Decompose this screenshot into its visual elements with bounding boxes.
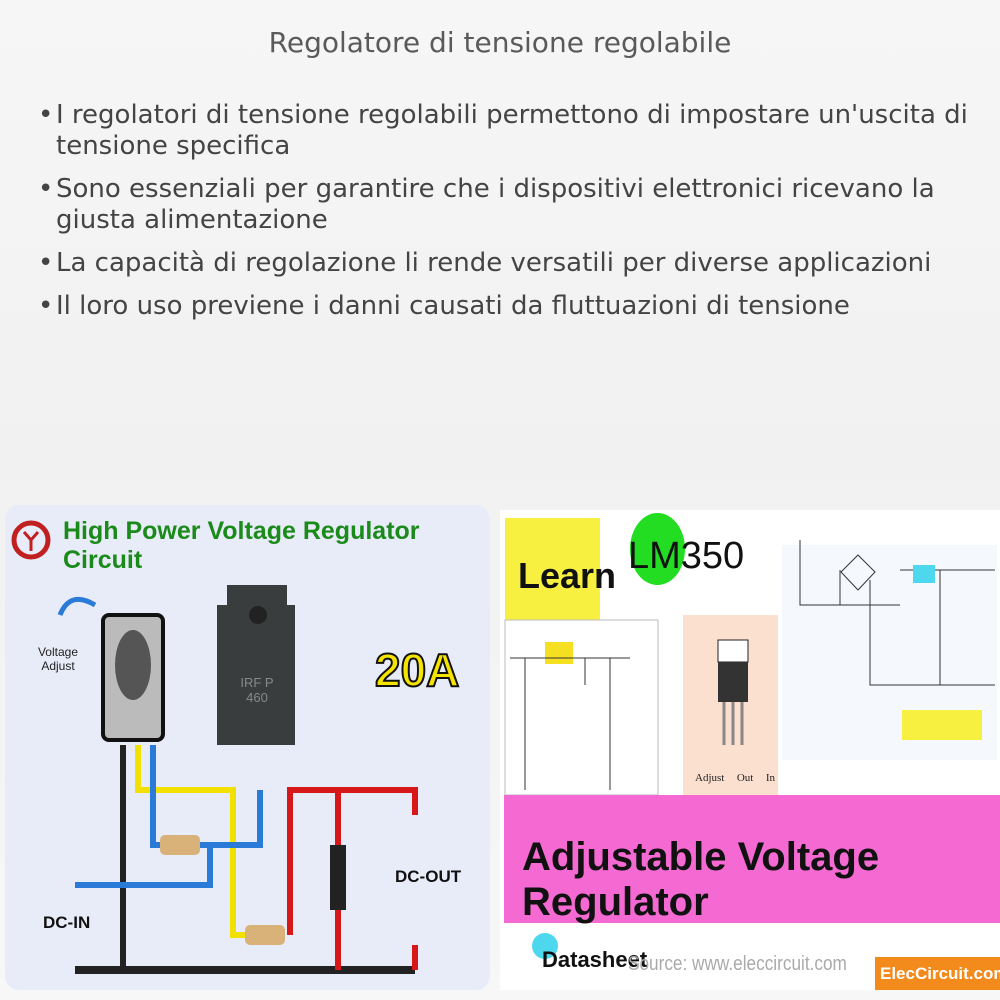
chip-circle xyxy=(630,513,685,585)
circuit-image: High Power Voltage Regulator Circuit Vol… xyxy=(5,505,490,990)
bullet-item: Il loro uso previene i danni causati da … xyxy=(38,291,978,322)
datasheet-icon xyxy=(532,933,558,959)
learn-highlight xyxy=(505,518,600,628)
schematics xyxy=(504,540,997,800)
circuit-diagram xyxy=(11,520,418,974)
page-title: Regolatore di tensione regolabile xyxy=(268,26,732,59)
transistor xyxy=(217,585,295,745)
arrow-icon xyxy=(57,596,97,617)
source-label: Source: www.eleccircuit.com xyxy=(628,953,847,975)
bullet-list: I regolatori di tensione regolabili perm… xyxy=(38,100,978,334)
current-rating: 20A xyxy=(374,643,460,697)
datasheet-label: Datasheet xyxy=(542,947,648,972)
eleccircuit-badge: ElecCircuit.com xyxy=(875,957,1000,990)
bullet-item: I regolatori di tensione regolabili perm… xyxy=(38,100,978,162)
pin-in: In xyxy=(765,772,775,784)
voltage-adjust-label: Voltage Adjust xyxy=(37,645,79,673)
pin-labels: Adjust Out In xyxy=(695,772,775,784)
pin-out: Out xyxy=(736,772,754,784)
bullet-item: La capacità di regolazione li rende vers… xyxy=(38,248,978,279)
learn-label: Learn xyxy=(518,555,617,596)
banner xyxy=(504,795,1000,923)
logo-icon xyxy=(11,520,51,560)
dc-out-label: DC-OUT xyxy=(395,867,462,886)
circuit-heading: High Power Voltage Regulator Circuit xyxy=(63,517,420,574)
chip-title: LM350 xyxy=(628,535,745,577)
transistor-label: IRF P 460 xyxy=(240,675,274,705)
banner-title: Adjustable Voltage Regulator xyxy=(522,835,880,924)
dc-in-label: DC-IN xyxy=(43,913,91,932)
bullet-item: Sono essenziali per garantire che i disp… xyxy=(38,174,978,236)
pin-adjust: Adjust xyxy=(695,772,725,784)
lm350-image: Learn LM350 Adjust Out In Adjustable Vol… xyxy=(500,510,1000,990)
